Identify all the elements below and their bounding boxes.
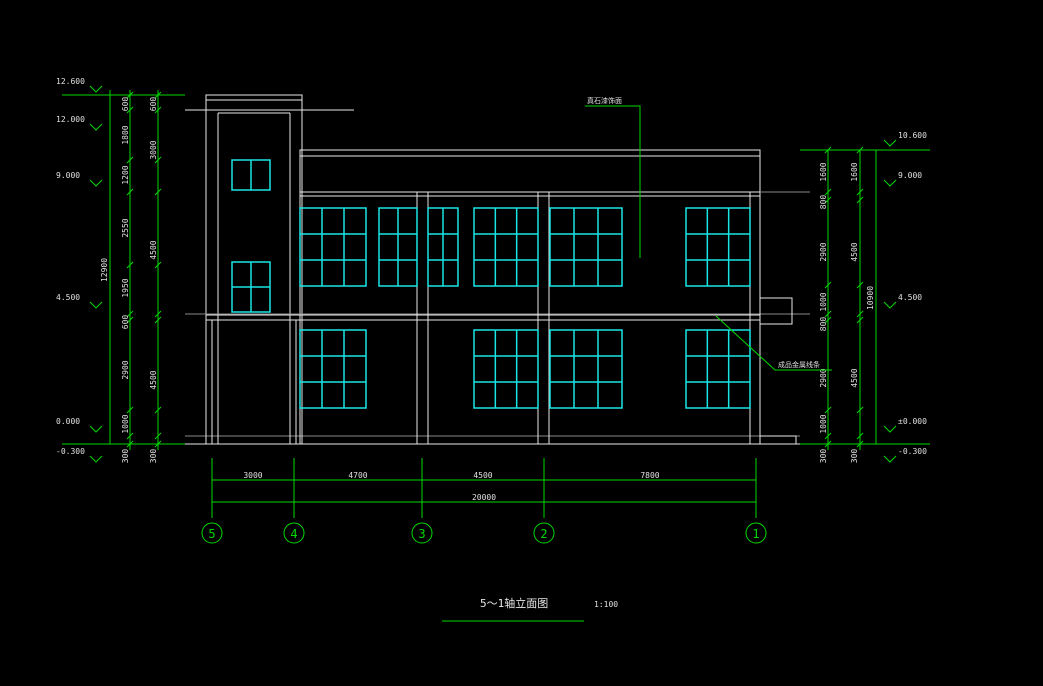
dimension-label: 300 [121, 449, 130, 464]
dimension-label: 1600 [819, 162, 828, 181]
axis-label: 3 [418, 527, 425, 541]
level-label: 4.500 [56, 293, 80, 302]
level-label: 10.600 [898, 131, 927, 140]
window [549, 207, 623, 287]
window [231, 261, 271, 313]
dimension-label: 600 [149, 97, 158, 112]
windows-group [231, 159, 751, 409]
left-dimension-ticks [126, 91, 162, 448]
dimension-label: 800 [819, 195, 828, 210]
level-label: 12.600 [56, 77, 85, 86]
dimension-label: 2900 [819, 368, 828, 387]
level-label: 12.000 [56, 115, 85, 124]
bottom-segment-label: 4700 [348, 471, 367, 480]
dimension-label: 300 [819, 449, 828, 464]
drawing-scale: 1:100 [594, 600, 618, 609]
level-label: 4.500 [898, 293, 922, 302]
axis-bubbles: 5 4 3 2 1 [201, 522, 767, 544]
bottom-segment-label: 7800 [640, 471, 659, 480]
annotation-leaders [585, 105, 832, 371]
level-label: 9.000 [898, 171, 922, 180]
axis-label: 1 [752, 527, 759, 541]
annotation-top: 真石漆饰面 [587, 96, 622, 105]
axis-bubble: 3 [411, 522, 433, 544]
dimension-label: 4500 [850, 368, 859, 387]
axis-label: 4 [290, 527, 297, 541]
level-label: ±0.000 [898, 417, 927, 426]
left-dimension-labels: 600 1800 1200 2550 1950 600 2900 1000 300 600 3000… [100, 97, 158, 464]
level-marker: 12.600 [56, 77, 103, 93]
dimension-label: 300 [850, 449, 859, 464]
window [299, 207, 367, 287]
axis-bubble: 1 [745, 522, 767, 544]
level-marker: -0.300 [56, 447, 103, 463]
window [685, 207, 751, 287]
right-level-markers: 10.600 9.000 4.500 ±0.000 -0.300 [883, 131, 927, 463]
bottom-segment-label: 4500 [473, 471, 492, 480]
level-marker: 0.000 [56, 417, 103, 433]
window [549, 329, 623, 409]
window [427, 207, 459, 287]
axis-bubble: 4 [283, 522, 305, 544]
window [685, 329, 751, 409]
dimension-label: 1950 [121, 278, 130, 297]
dimension-label: 1800 [121, 125, 130, 144]
annotation-side: 成品金属线条 [778, 360, 820, 369]
window [299, 329, 367, 409]
level-marker: -0.300 [883, 447, 927, 463]
level-label: 9.000 [56, 171, 80, 180]
level-marker: 4.500 [883, 293, 922, 309]
bottom-dimension-labels: 3000 4700 4500 7800 20000 [243, 471, 659, 502]
right-dimension-ticks [824, 146, 864, 448]
left-level-markers: 12.600 12.000 9.000 4.500 0.000 -0.300 [56, 77, 103, 463]
dimension-label: 12900 [100, 258, 109, 282]
level-label: -0.300 [56, 447, 85, 456]
axis-bubble: 5 [201, 522, 223, 544]
dimension-label: 2550 [121, 218, 130, 237]
dimension-label: 1000 [819, 414, 828, 433]
axis-bubble: 2 [533, 522, 555, 544]
level-marker: ±0.000 [883, 417, 927, 433]
building-outline [185, 94, 810, 445]
window [231, 159, 271, 191]
level-marker: 12.000 [56, 115, 103, 131]
dimension-label: 2900 [819, 242, 828, 261]
dimension-label: 600 [121, 315, 130, 330]
dimension-label: 800 [819, 317, 828, 332]
bottom-segment-label: 3000 [243, 471, 262, 480]
dimension-label: 3000 [149, 140, 158, 159]
level-label: -0.300 [898, 447, 927, 456]
dimension-label: 10900 [866, 286, 875, 310]
level-marker: 4.500 [56, 293, 103, 309]
level-marker: 9.000 [56, 171, 103, 187]
drawing-title: 5～1轴立面图 [480, 596, 548, 610]
dimension-label: 300 [149, 449, 158, 464]
level-label: 0.000 [56, 417, 80, 426]
dimension-label: 4500 [149, 240, 158, 259]
window [378, 207, 418, 287]
dimension-label: 1000 [121, 414, 130, 433]
level-marker: 9.000 [883, 171, 922, 187]
dimension-label: 1200 [121, 165, 130, 184]
dimension-label: 4500 [850, 242, 859, 261]
dimension-label: 2900 [121, 360, 130, 379]
bottom-total-label: 20000 [472, 493, 496, 502]
dimension-label: 4500 [149, 370, 158, 389]
axis-label: 2 [540, 527, 547, 541]
left-dimensions [62, 90, 185, 450]
dimension-label: 600 [121, 97, 130, 112]
window [473, 207, 539, 287]
window [473, 329, 539, 409]
axis-label: 5 [208, 527, 215, 541]
dimension-label: 1000 [819, 292, 828, 311]
dimension-label: 1600 [850, 162, 859, 181]
level-marker: 10.600 [883, 131, 927, 147]
right-dimension-labels: 1600 800 2900 1000 800 2900 1000 300 1600 4500 450… [819, 162, 875, 463]
bottom-dimensions [211, 458, 757, 518]
